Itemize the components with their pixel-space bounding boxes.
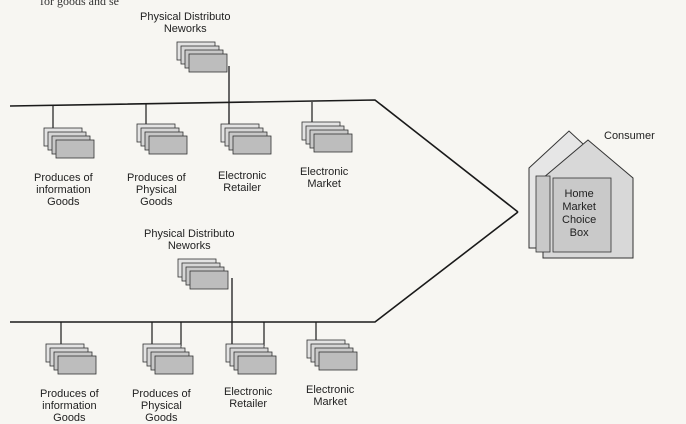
label-line: Market <box>300 178 348 190</box>
bottom-distributor-line-1: Physical Distributo <box>144 228 234 240</box>
bottom-distributor-stack <box>178 259 228 289</box>
bottom-distributor-line-2: Neworks <box>144 240 234 252</box>
label-line: Market <box>306 396 354 408</box>
label-line: Physical <box>132 400 191 412</box>
main-line-bottom <box>10 212 518 322</box>
label-line: information <box>34 184 93 196</box>
bottom-distributor-label: Physical Distributo Neworks <box>144 228 234 252</box>
top-node-1-label: Produces of information Goods <box>34 172 93 208</box>
top-node-3-label: Electronic Retailer <box>218 170 266 194</box>
top-distributor-stack <box>177 42 227 72</box>
label-line: Retailer <box>218 182 266 194</box>
top-node-2 <box>137 104 187 154</box>
top-distributor-label: Physical Distributo Neworks <box>140 11 230 35</box>
label-line: information <box>40 400 99 412</box>
box-line: Box <box>562 227 596 240</box>
bottom-node-3-label: Electronic Retailer <box>224 386 272 410</box>
box-line: Market <box>562 201 596 214</box>
bottom-node-1 <box>46 322 96 374</box>
label-line: Produces of <box>127 172 186 184</box>
label-line: Produces of <box>40 388 99 400</box>
top-node-4 <box>302 102 352 152</box>
bottom-node-3 <box>226 322 276 374</box>
box-line: Choice <box>562 214 596 227</box>
box-line: Home <box>562 188 596 201</box>
bottom-node-2 <box>143 322 193 374</box>
label-line: Physical <box>127 184 186 196</box>
bottom-node-4-label: Electronic Market <box>306 384 354 408</box>
consumer-label: Consumer <box>604 130 655 142</box>
top-node-3 <box>221 124 271 154</box>
label-line: Goods <box>127 196 186 208</box>
label-line: Electronic <box>224 386 272 398</box>
top-node-1 <box>44 105 94 158</box>
label-line: Produces of <box>132 388 191 400</box>
label-line: Goods <box>34 196 93 208</box>
label-line: Electronic <box>306 384 354 396</box>
label-line: Produces of <box>34 172 93 184</box>
top-node-4-label: Electronic Market <box>300 166 348 190</box>
label-line: Retailer <box>224 398 272 410</box>
top-node-2-label: Produces of Physical Goods <box>127 172 186 208</box>
top-distributor-line-1: Physical Distributo <box>140 11 230 23</box>
label-line: Goods <box>40 412 99 424</box>
bottom-node-4 <box>307 322 357 370</box>
top-distributor-line-2: Neworks <box>140 23 230 35</box>
label-line: Electronic <box>300 166 348 178</box>
home-market-choice-box-label: Home Market Choice Box <box>562 188 596 240</box>
label-line: Electronic <box>218 170 266 182</box>
label-line: Goods <box>132 412 191 424</box>
